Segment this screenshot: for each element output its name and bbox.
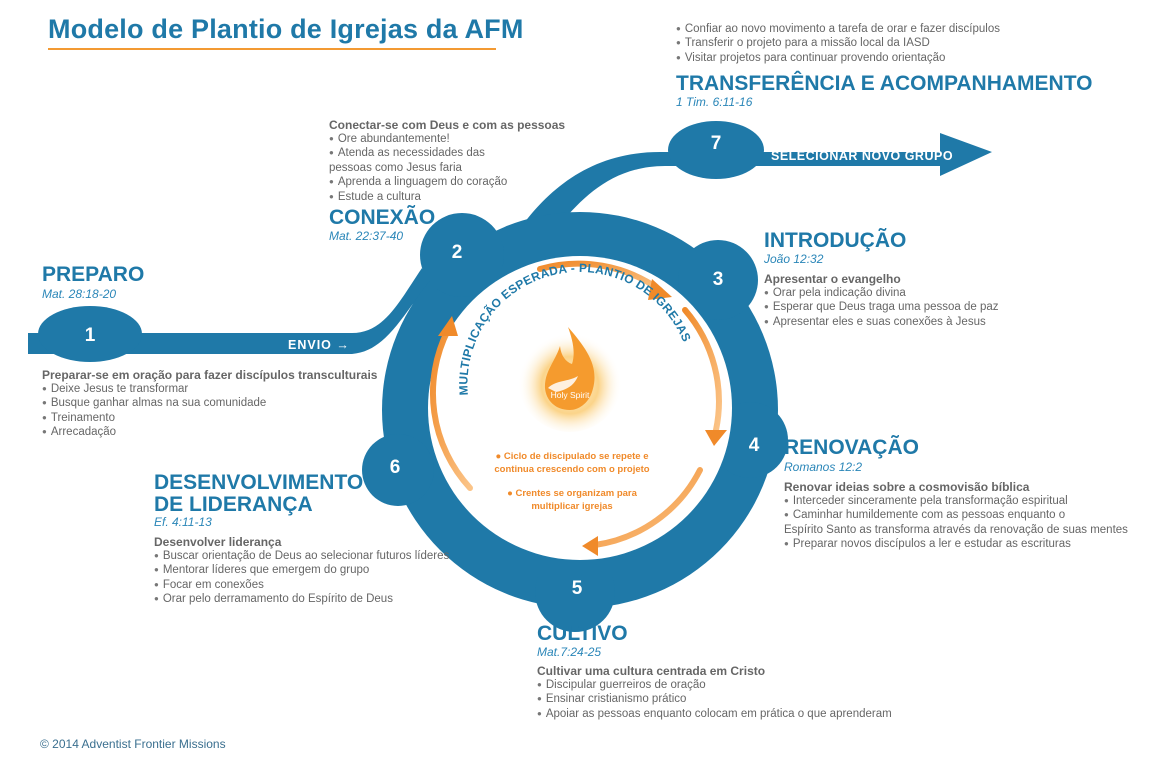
holy-spirit-label: Holy Spirit [551, 390, 590, 400]
renovacao-title: RENOVAÇÃO [784, 436, 919, 459]
preparo-subtitle: Preparar-se em oração para fazer discípu… [42, 368, 378, 382]
lideranca-title-2: DE LIDERANÇA [154, 493, 313, 516]
holy-spirit-icon: Holy Spirit [518, 327, 622, 432]
list-item: Orar pelo derramamento do Espírito de De… [154, 592, 449, 606]
list-item: Mentorar líderes que emergem do grupo [154, 563, 449, 577]
preparo-ref: Mat. 28:18-20 [42, 287, 117, 301]
conexao-ref: Mat. 22:37-40 [329, 229, 404, 243]
list-item: Treinamento [42, 411, 266, 425]
list-item: Ore abundantemente! [329, 132, 507, 146]
select-new-group-label: SELECIONAR NOVO GRUPO [771, 149, 953, 163]
stage-6-number: 6 [390, 457, 401, 478]
list-item: Aprenda a linguagem do coração [329, 175, 507, 189]
envio-label: ENVIO → [288, 338, 350, 352]
list-item: Transferir o projeto para a missão local… [676, 36, 1000, 50]
list-item: Apresentar eles e suas conexões à Jesus [764, 315, 999, 329]
stage-6-bump [362, 434, 434, 506]
lideranca-subtitle: Desenvolver liderança [154, 535, 282, 549]
lideranca-list: Buscar orientação de Deus ao selecionar … [154, 549, 449, 607]
stage-1-number: 1 [85, 325, 96, 346]
renovacao-subtitle: Renovar ideias sobre a cosmovisão bíblic… [784, 480, 1030, 494]
list-item: Ensinar cristianismo prático [537, 692, 892, 706]
stage-5-number: 5 [572, 578, 583, 599]
list-item: Busque ganhar almas na sua comunidade [42, 396, 266, 410]
list-item: Confiar ao novo movimento a tarefa de or… [676, 22, 1000, 36]
list-item: Interceder sinceramente pela transformaç… [784, 494, 1128, 508]
center-line-2b: multiplicar igrejas [531, 501, 612, 512]
stage-3-bump [678, 240, 758, 320]
center-line-1a: ● Ciclo de discipulado se repete e [495, 451, 648, 462]
lideranca-ref: Ef. 4:11-13 [154, 515, 212, 529]
list-item: Estude a cultura [329, 190, 507, 204]
stage-1-bump [38, 306, 142, 362]
transferencia-list: Confiar ao novo movimento a tarefa de or… [676, 22, 1000, 65]
stage-4-number: 4 [749, 435, 760, 456]
cultivo-title: CULTIVO [537, 622, 628, 645]
center-line-1b: continua crescendo com o projeto [494, 464, 649, 475]
cycle-arrowheads [438, 279, 727, 556]
exit-path [512, 133, 992, 240]
center-line-2a: ● Crentes se organizam para [507, 488, 638, 499]
list-item: Visitar projetos para continuar provendo… [676, 51, 1000, 65]
stage-5-bump [535, 552, 615, 632]
introducao-title: INTRODUÇÃO [764, 229, 907, 252]
lideranca-title-1: DESENVOLVIMENTO [154, 471, 364, 494]
list-item: Esperar que Deus traga uma pessoa de paz [764, 300, 999, 314]
stage-2-number: 2 [452, 242, 463, 263]
cultivo-ref: Mat.7:24-25 [537, 645, 602, 659]
list-item: Deixe Jesus te transformar [42, 382, 266, 396]
preparo-title: PREPARO [42, 263, 145, 286]
cycle-arrows [429, 260, 722, 548]
renovacao-list: Interceder sinceramente pela transformaç… [784, 494, 1128, 552]
preparo-list: Deixe Jesus te transformar Busque ganhar… [42, 382, 266, 440]
list-item: Apoiar as pessoas enquanto colocam em pr… [537, 707, 892, 721]
stage-2-bump [420, 213, 504, 297]
conexao-title: CONEXÃO [329, 206, 436, 229]
conexao-subtitle: Conectar-se com Deus e com as pessoas [329, 118, 566, 132]
introducao-ref: João 12:32 [764, 252, 824, 266]
list-item: Arrecadação [42, 425, 266, 439]
stage-3-number: 3 [713, 269, 724, 290]
list-item: Espírito Santo as transforma através da … [784, 523, 1128, 536]
transferencia-ref: 1 Tim. 6:11-16 [676, 95, 753, 109]
conexao-list: Ore abundantemente! Atenda as necessidad… [329, 132, 507, 204]
list-item: Atenda as necessidades das [329, 146, 507, 160]
stage-7-bump [668, 121, 764, 179]
cultivo-list: Discipular guerreiros de oração Ensinar … [537, 678, 892, 721]
list-item: Buscar orientação de Deus ao selecionar … [154, 549, 449, 563]
list-item: pessoas como Jesus faria [329, 161, 462, 174]
transferencia-title: TRANSFERÊNCIA E ACOMPANHAMENTO [676, 72, 1093, 95]
center-statements: ● Ciclo de discipulado se repete e conti… [494, 451, 649, 512]
renovacao-ref: Romanos 12:2 [784, 460, 863, 474]
copyright: © 2014 Adventist Frontier Missions [40, 737, 226, 751]
list-item: Focar em conexões [154, 578, 449, 592]
list-item: Caminhar humildemente com as pessoas enq… [784, 508, 1128, 522]
introducao-subtitle: Apresentar o evangelho [764, 272, 901, 286]
list-item: Preparar novos discípulos a ler e estuda… [784, 537, 1128, 551]
cultivo-subtitle: Cultivar uma cultura centrada em Cristo [537, 664, 766, 678]
introducao-list: Orar pela indicação divina Esperar que D… [764, 286, 999, 329]
page-title: Modelo de Plantio de Igrejas da AFM [48, 14, 524, 44]
list-item: Discipular guerreiros de oração [537, 678, 892, 692]
list-item: Orar pela indicação divina [764, 286, 999, 300]
stage-7-number: 7 [711, 133, 722, 154]
title-underline [48, 48, 496, 50]
